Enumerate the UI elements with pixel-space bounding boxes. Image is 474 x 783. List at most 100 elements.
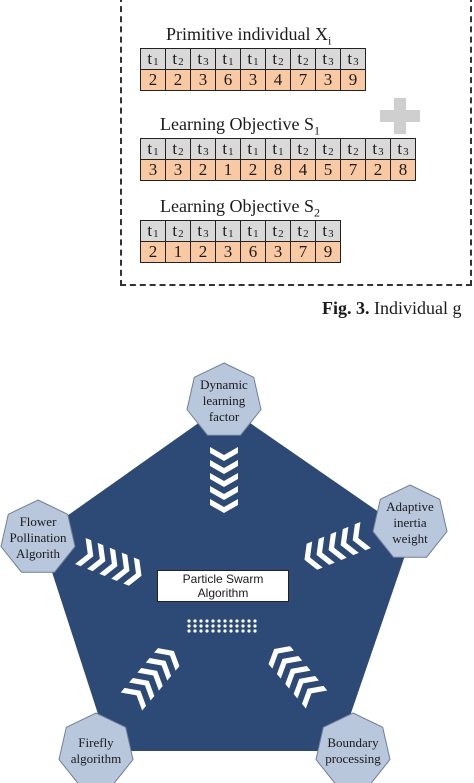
value-cell: 1 bbox=[165, 241, 191, 263]
chevron-arrow bbox=[301, 685, 328, 709]
dot bbox=[211, 619, 215, 623]
dot bbox=[241, 624, 245, 628]
value-cell: 3 bbox=[265, 241, 291, 263]
value-cell: 2 bbox=[140, 241, 166, 263]
heptagon-node bbox=[58, 712, 134, 783]
dot bbox=[205, 624, 209, 628]
chevron-group bbox=[120, 648, 180, 711]
dot bbox=[187, 629, 191, 633]
chevron-arrow bbox=[210, 473, 238, 487]
chevron-arrow bbox=[87, 542, 106, 572]
chevron-arrow bbox=[145, 658, 172, 681]
value-cell: 7 bbox=[290, 241, 316, 263]
chevron-arrow bbox=[120, 687, 147, 711]
value-cell: 2 bbox=[240, 159, 266, 181]
dot bbox=[205, 629, 209, 633]
chevron-arrow bbox=[129, 677, 155, 701]
chevron-arrow bbox=[268, 646, 294, 669]
value-cell: 9 bbox=[340, 69, 366, 91]
chevron-arrow bbox=[210, 499, 238, 513]
heptagon-node bbox=[315, 712, 391, 783]
dot bbox=[241, 619, 245, 623]
chevron-group bbox=[268, 646, 328, 709]
value-cell: 3 bbox=[240, 69, 266, 91]
value-cell: 9 bbox=[315, 241, 341, 263]
chevron-arrow bbox=[276, 656, 303, 679]
dot bbox=[229, 629, 233, 633]
chevron-arrow bbox=[75, 538, 94, 567]
value-cell: 3 bbox=[190, 69, 216, 91]
objective1-label: Learning Objective S1 bbox=[160, 114, 320, 138]
dot bbox=[235, 624, 239, 628]
dot bbox=[199, 624, 203, 628]
dot bbox=[223, 619, 227, 623]
dot bbox=[199, 629, 203, 633]
value-cell: 8 bbox=[265, 159, 291, 181]
chevron-group bbox=[210, 447, 238, 513]
value-cell: 3 bbox=[165, 159, 191, 181]
value-cell: 2 bbox=[190, 159, 216, 181]
heptagon-nodes bbox=[0, 362, 448, 783]
dot-grid bbox=[187, 619, 257, 633]
dot bbox=[193, 619, 197, 623]
value-cell: 7 bbox=[290, 69, 316, 91]
dot bbox=[193, 629, 197, 633]
value-cell: 4 bbox=[290, 159, 316, 181]
dot bbox=[247, 624, 251, 628]
dot bbox=[247, 629, 251, 633]
dot bbox=[229, 619, 233, 623]
figure-caption: Fig. 3. Individual g bbox=[322, 298, 462, 318]
value-cell: 7 bbox=[340, 159, 366, 181]
value-cell: 3 bbox=[315, 69, 341, 91]
dot bbox=[217, 624, 221, 628]
dot bbox=[217, 629, 221, 633]
chevron-arrow bbox=[293, 675, 319, 699]
primitive-label: Primitive individual Xi bbox=[166, 24, 332, 48]
chevron-group bbox=[75, 538, 142, 586]
dot bbox=[223, 624, 227, 628]
chevron-arrow bbox=[210, 486, 238, 500]
dot bbox=[205, 619, 209, 623]
chevron-arrow bbox=[137, 668, 163, 691]
value-cell: 2 bbox=[190, 241, 216, 263]
dot bbox=[223, 629, 227, 633]
dot bbox=[193, 624, 197, 628]
dot bbox=[217, 619, 221, 623]
value-cell: 2 bbox=[140, 69, 166, 91]
value-cell: 2 bbox=[365, 159, 391, 181]
value-cell: 8 bbox=[390, 159, 416, 181]
chevron-arrow bbox=[340, 526, 359, 556]
center-box-pso: Particle Swarm Algorithm bbox=[157, 570, 289, 602]
value-cell: 3 bbox=[140, 159, 166, 181]
chevron-arrow bbox=[210, 447, 238, 461]
dot bbox=[235, 619, 239, 623]
dot bbox=[253, 624, 257, 628]
dot bbox=[241, 629, 245, 633]
dot bbox=[253, 619, 257, 623]
dot bbox=[253, 629, 257, 633]
chevron-arrow bbox=[210, 460, 238, 474]
dot bbox=[211, 624, 215, 628]
